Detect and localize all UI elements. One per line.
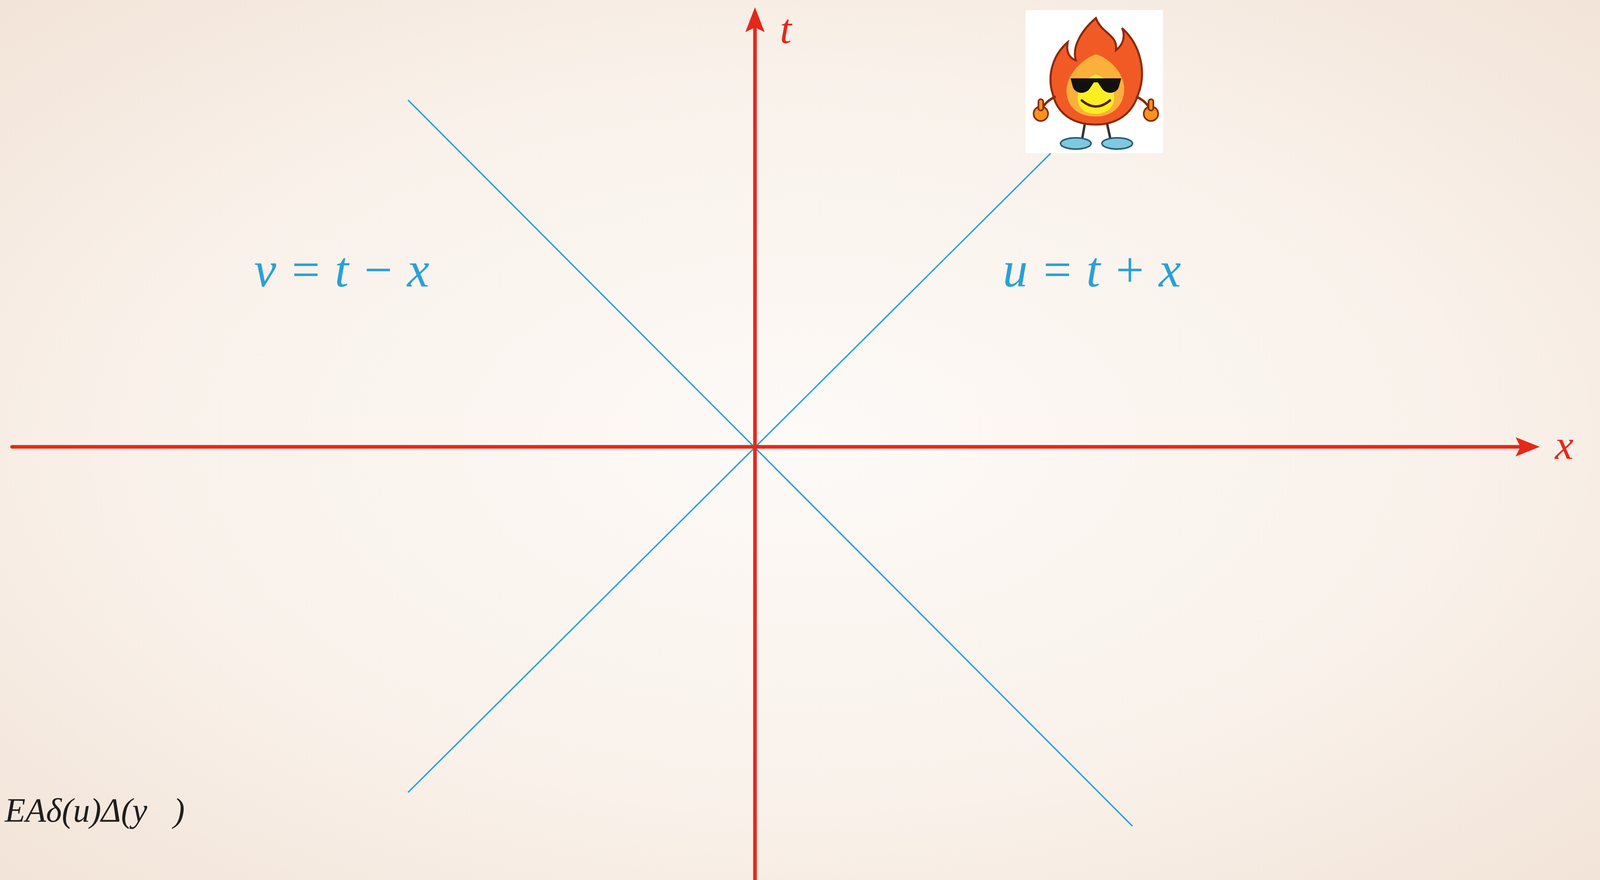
t-axis	[753, 24, 757, 880]
x-axis	[12, 445, 1524, 450]
u-coordinate-label: u = t + x	[1003, 245, 1182, 296]
x-axis-arrowhead	[1515, 437, 1540, 457]
null-line-v	[408, 100, 1133, 827]
fire-mascot	[1025, 10, 1164, 154]
null-line-u	[408, 153, 1051, 793]
t-axis-label: t	[779, 8, 792, 50]
x-axis-label: x	[1554, 424, 1574, 466]
source-term-label: EAδ(u)Δ(y⃗)	[4, 793, 185, 828]
v-coordinate-label: v = t − x	[254, 245, 430, 296]
t-axis-arrowhead	[745, 7, 765, 33]
